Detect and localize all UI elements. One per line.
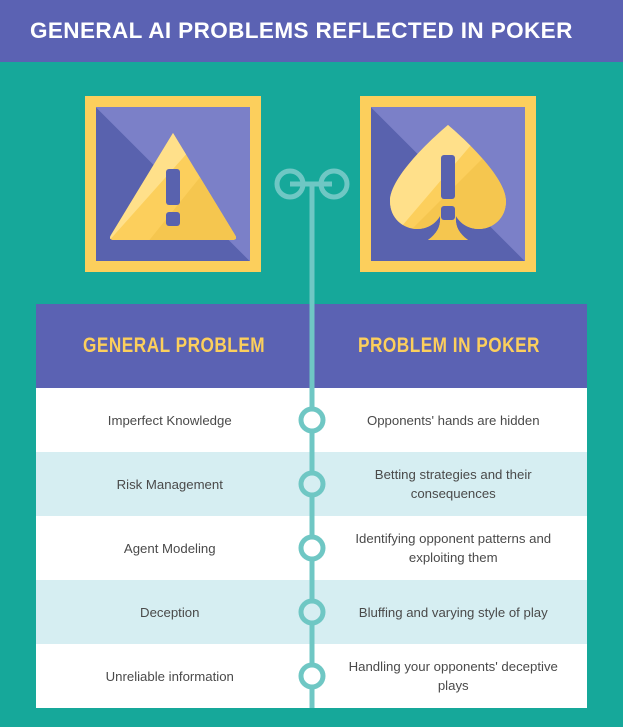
table-row: Risk Management Betting strategies and t…: [36, 452, 587, 516]
spade-icon: [371, 107, 525, 261]
comparison-table: GENERAL PROBLEM PROBLEM IN POKER Imperfe…: [36, 304, 587, 708]
table-cell-general-text: Imperfect Knowledge: [107, 412, 232, 428]
table-cell-poker: Identifying opponent patterns and exploi…: [312, 516, 588, 580]
table-cell-general: Imperfect Knowledge: [36, 388, 312, 452]
spade-icon-card: [360, 96, 536, 272]
table-header-general-problem-label: GENERAL PROBLEM: [82, 334, 265, 357]
icon-area: [0, 62, 623, 304]
table-cell-poker-text: Opponents' hands are hidden: [366, 412, 540, 428]
table-cell-poker-text: Identifying opponent patterns and exploi…: [355, 531, 552, 565]
table-cell-general-text: Risk Management: [116, 476, 223, 492]
table-header-problem-in-poker: PROBLEM IN POKER: [312, 304, 588, 388]
table-cell-poker-text: Betting strategies and their consequence…: [374, 467, 532, 501]
page-header: GENERAL AI PROBLEMS REFLECTED IN POKER: [0, 0, 623, 62]
table-cell-general: Unreliable information: [36, 644, 312, 708]
warning-triangle-icon: [96, 107, 250, 261]
table-cell-poker: Betting strategies and their consequence…: [312, 452, 588, 516]
page-title: GENERAL AI PROBLEMS REFLECTED IN POKER: [30, 18, 573, 43]
table-row: Unreliable information Handling your opp…: [36, 644, 587, 708]
table-cell-poker-text: Bluffing and varying style of play: [358, 604, 548, 620]
table-body: Imperfect Knowledge Opponents' hands are…: [36, 388, 587, 708]
table-cell-general: Risk Management: [36, 452, 312, 516]
table-row: Imperfect Knowledge Opponents' hands are…: [36, 388, 587, 452]
table-cell-poker: Bluffing and varying style of play: [312, 580, 588, 644]
warning-icon-card: [85, 96, 261, 272]
table-cell-general-text: Agent Modeling: [123, 540, 216, 556]
warning-icon-panel: [96, 107, 250, 261]
table-header-row: GENERAL PROBLEM PROBLEM IN POKER: [36, 304, 587, 388]
table-row: Deception Bluffing and varying style of …: [36, 580, 587, 644]
table-cell-poker: Handling your opponents' deceptive plays: [312, 644, 588, 708]
table-cell-poker: Opponents' hands are hidden: [312, 388, 588, 452]
table-cell-general-text: Deception: [140, 604, 200, 620]
spade-icon-panel: [371, 107, 525, 261]
table-cell-general: Deception: [36, 580, 312, 644]
table-cell-general: Agent Modeling: [36, 516, 312, 580]
table-cell-poker-text: Handling your opponents' deceptive plays: [348, 659, 558, 693]
table-header-problem-in-poker-label: PROBLEM IN POKER: [358, 334, 541, 357]
table-row: Agent Modeling Identifying opponent patt…: [36, 516, 587, 580]
table-header-general-problem: GENERAL PROBLEM: [36, 304, 312, 388]
table-cell-general-text: Unreliable information: [105, 668, 234, 684]
